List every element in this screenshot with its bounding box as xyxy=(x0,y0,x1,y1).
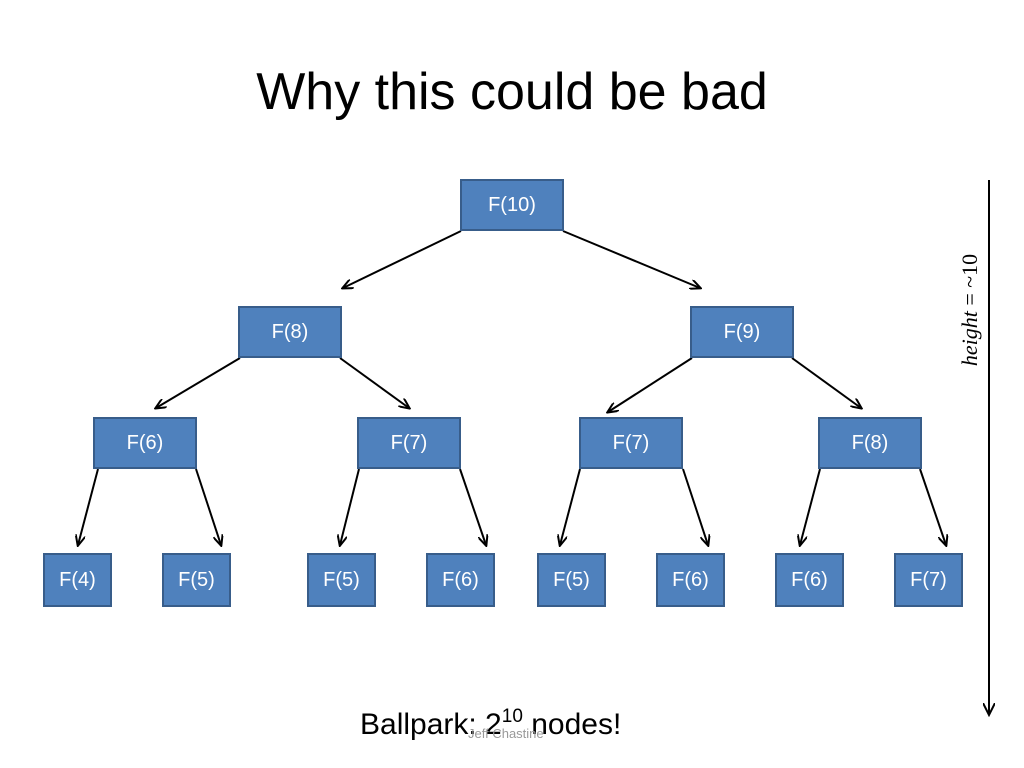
height-var: height xyxy=(957,311,982,367)
tree-node-n7c: F(7) xyxy=(894,553,963,607)
tree-node-n5c: F(5) xyxy=(537,553,606,607)
tree-node-n6c: F(6) xyxy=(656,553,725,607)
footer-suffix: nodes! xyxy=(522,708,622,741)
slide-title: Why this could be bad xyxy=(256,63,768,121)
author-watermark: Jeff Chastine xyxy=(468,726,544,741)
tree-edge-n8b-n7c xyxy=(919,468,946,545)
tree-edge-n8a-n6a xyxy=(156,357,241,408)
footer-note: Ballpark: 210 nodes! xyxy=(360,706,621,742)
tree-edge-n9-n7b xyxy=(608,357,693,412)
tree-node-n6d: F(6) xyxy=(775,553,844,607)
tree-edge-n7b-n6c xyxy=(682,468,708,545)
tree-edge-n7a-n5b xyxy=(340,468,360,545)
tree-node-n7a: F(7) xyxy=(357,417,461,469)
footer-exponent: 10 xyxy=(501,706,523,727)
height-value: = ~10 xyxy=(957,253,982,312)
tree-edge-n10-n9 xyxy=(562,230,700,288)
footer-prefix: Ballpark: 2 xyxy=(360,708,502,741)
tree-node-n5b: F(5) xyxy=(307,553,376,607)
tree-edge-n6a-n4 xyxy=(78,468,99,545)
tree-node-n10: F(10) xyxy=(460,179,564,231)
tree-edge-n9-n8b xyxy=(791,357,861,408)
tree-node-n8a: F(8) xyxy=(238,306,342,358)
tree-node-n5a: F(5) xyxy=(162,553,231,607)
tree-node-n6b: F(6) xyxy=(426,553,495,607)
tree-edge-n7a-n6b xyxy=(459,468,486,545)
tree-node-n7b: F(7) xyxy=(579,417,683,469)
tree-node-n6a: F(6) xyxy=(93,417,197,469)
tree-node-n8b: F(8) xyxy=(818,417,922,469)
tree-edge-n8b-n6d xyxy=(800,468,821,545)
tree-node-n4: F(4) xyxy=(43,553,112,607)
tree-node-n9: F(9) xyxy=(690,306,794,358)
tree-edge-n8a-n7a xyxy=(339,357,409,408)
tree-edge-n10-n8a xyxy=(343,230,462,288)
tree-edge-n6a-n5a xyxy=(195,468,221,545)
tree-edge-n7b-n5c xyxy=(560,468,581,545)
height-label: height = ~10 xyxy=(957,254,983,366)
